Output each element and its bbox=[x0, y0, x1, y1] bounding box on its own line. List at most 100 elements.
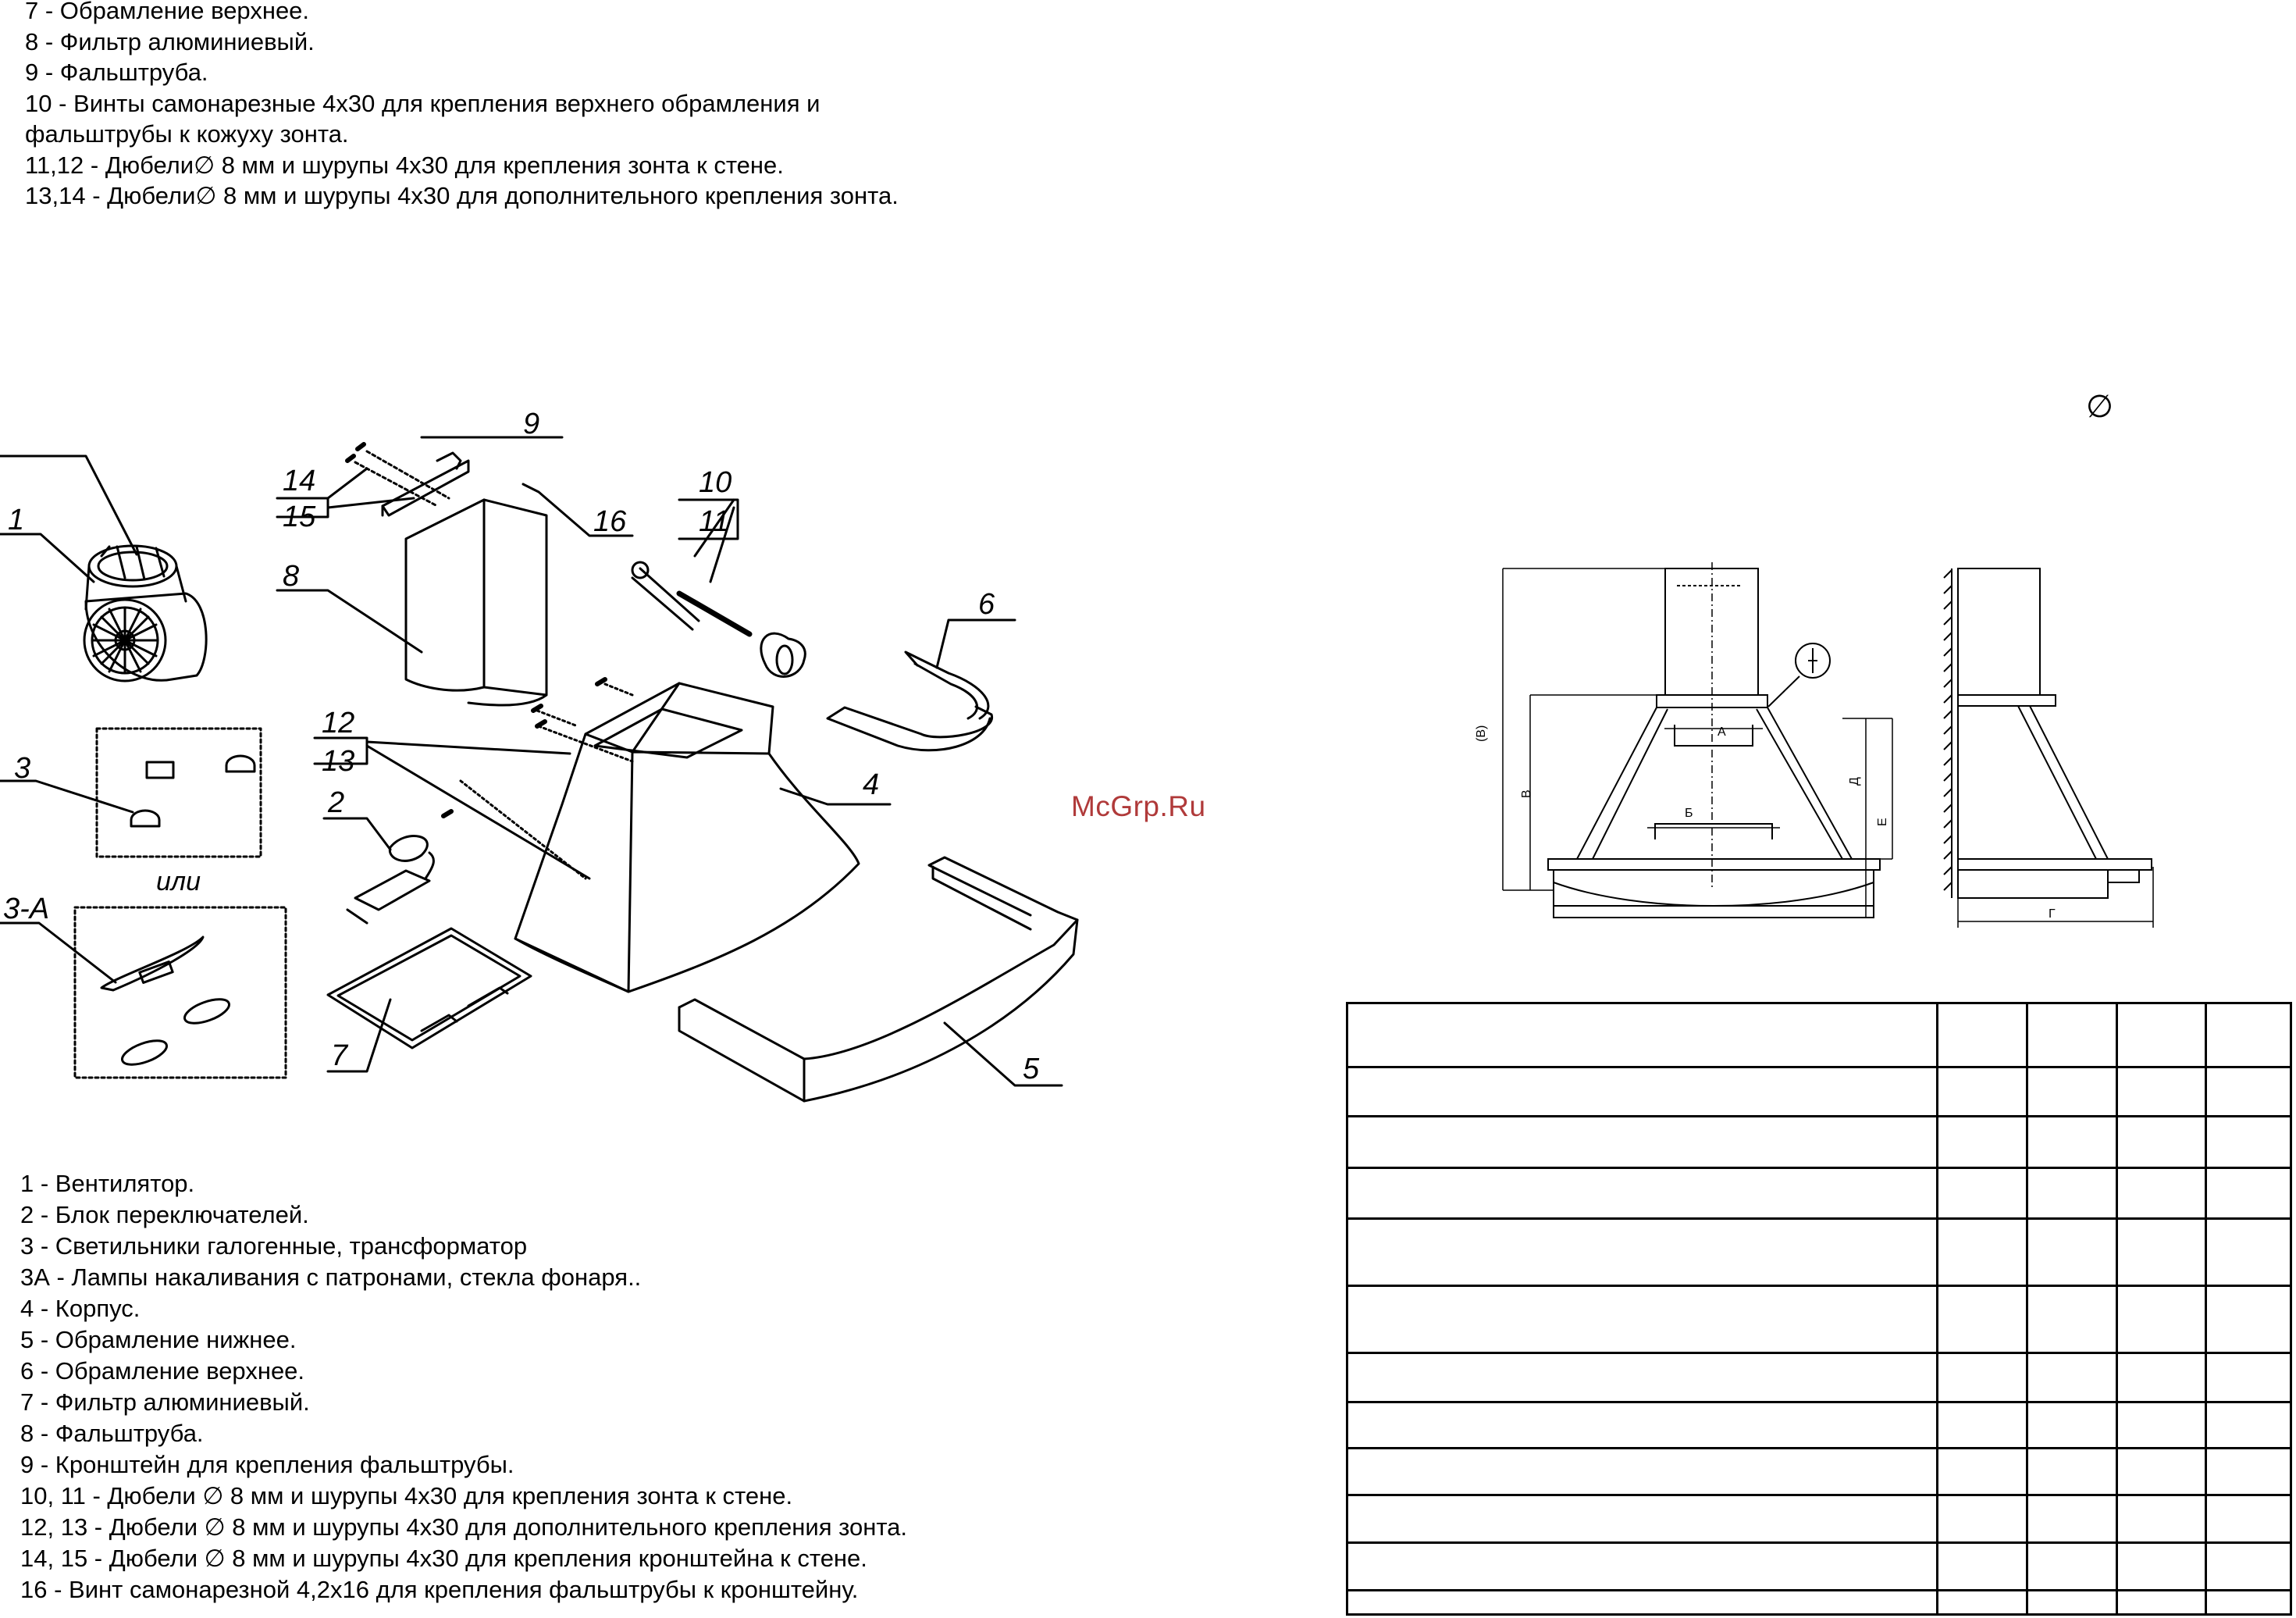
anchor-11 bbox=[676, 590, 753, 637]
side-dimensions bbox=[1957, 867, 2154, 928]
callout-2: 2 bbox=[327, 786, 344, 819]
list-item: 8 - Фильтр алюминиевый. bbox=[25, 27, 315, 55]
list-item: 7 - Фильтр алюминиевый. bbox=[20, 1388, 310, 1416]
leader-line bbox=[678, 498, 739, 583]
callout-3: 3 bbox=[14, 752, 30, 785]
table-row bbox=[1345, 1065, 2292, 1118]
callout-3a: 3-А bbox=[3, 893, 49, 925]
list-item: 13,14 - Дюбели∅ 8 мм и шурупы 4х30 для д… bbox=[25, 182, 899, 209]
lamp-holder-shape bbox=[100, 936, 205, 992]
callout-4: 4 bbox=[863, 768, 879, 801]
lamp-socket-shape bbox=[138, 960, 174, 984]
callout-10: 10 bbox=[699, 466, 732, 499]
table-row bbox=[1345, 1166, 2292, 1220]
dim-e-label: Е bbox=[1876, 818, 1889, 826]
lower-frame-part bbox=[678, 856, 1079, 1060]
leader-line bbox=[0, 921, 117, 984]
side-view bbox=[1943, 568, 2152, 899]
incandescent-lamps-box bbox=[73, 906, 287, 1079]
spec-table bbox=[1345, 1002, 2292, 1616]
table-row bbox=[1345, 1589, 2292, 1616]
table-row bbox=[1345, 1115, 2292, 1169]
leader-line bbox=[0, 454, 138, 556]
callout-1: 1 bbox=[8, 504, 24, 536]
table-row bbox=[1345, 1351, 2292, 1404]
callout-5: 5 bbox=[1023, 1053, 1040, 1085]
dim-v-paren-label: (В) bbox=[1475, 725, 1488, 742]
table-row bbox=[1345, 1217, 2292, 1287]
bottom-parts-list: 1 - Вентилятор. 2 - Блок переключателей.… bbox=[20, 1168, 907, 1606]
lamp-glass-shape bbox=[183, 998, 230, 1025]
list-item: 9 - Кронштейн для крепления фальштрубы. bbox=[20, 1451, 514, 1478]
list-item: 10 - Винты самонарезные 4х30 для креплен… bbox=[25, 89, 821, 117]
list-item: 16 - Винт самонарезной 4,2х16 для крепле… bbox=[20, 1576, 859, 1603]
screw-path bbox=[354, 450, 450, 508]
list-item: 2 - Блок переключателей. bbox=[20, 1201, 309, 1228]
list-item: 6 - Обрамление верхнее. bbox=[20, 1357, 305, 1385]
table-row bbox=[1345, 1447, 2292, 1496]
list-item: 10, 11 - Дюбели ∅ 8 мм и шурупы 4х30 для… bbox=[20, 1482, 793, 1509]
leader-line bbox=[326, 998, 392, 1073]
dim-g-label: Г bbox=[2049, 907, 2056, 921]
list-item: 3А - Лампы накаливания с патронами, стек… bbox=[20, 1263, 642, 1291]
halogen-lamps-box bbox=[95, 727, 262, 858]
transformer-shape bbox=[145, 761, 175, 779]
anchor-10 bbox=[631, 567, 700, 631]
callout-16: 16 bbox=[593, 505, 627, 538]
dim-a-label: А bbox=[1718, 725, 1726, 739]
callout-6: 6 bbox=[978, 588, 995, 621]
table-row bbox=[1345, 1401, 2292, 1450]
list-item: 14, 15 - Дюбели ∅ 8 мм и шурупы 4х30 для… bbox=[20, 1545, 867, 1572]
leader-line bbox=[276, 467, 415, 519]
callout-9: 9 bbox=[523, 408, 539, 440]
leader-line bbox=[0, 779, 134, 814]
callout-14: 14 bbox=[283, 465, 315, 497]
callout-8: 8 bbox=[283, 560, 299, 593]
list-item: фальштрубы к кожуху зонта. bbox=[25, 120, 349, 148]
dim-d-label: Д bbox=[1848, 777, 1861, 786]
wall-plate bbox=[760, 632, 806, 678]
table-row bbox=[1345, 1541, 2292, 1592]
hood-body-part bbox=[514, 682, 860, 993]
list-item: 11,12 - Дюбели∅ 8 мм и шурупы 4х30 для к… bbox=[25, 151, 784, 179]
front-dimensions bbox=[1502, 568, 1893, 918]
callout-13: 13 bbox=[322, 745, 354, 778]
dim-v-label: В bbox=[1520, 789, 1533, 798]
list-item: 12, 13 - Дюбели ∅ 8 мм и шурупы 4х30 для… bbox=[20, 1513, 908, 1541]
list-item: 7 - Обрамление верхнее. bbox=[25, 0, 310, 24]
list-item: 9 - Фальштруба. bbox=[25, 59, 208, 86]
upper-frame-part bbox=[826, 705, 993, 752]
callout-15: 15 bbox=[283, 501, 316, 533]
leader-line bbox=[0, 533, 95, 583]
leader-line bbox=[935, 618, 1016, 669]
watermark: McGrp.Ru bbox=[1071, 790, 1206, 822]
leader-line bbox=[521, 483, 634, 537]
table-row bbox=[1345, 1002, 2292, 1068]
list-item: 1 - Вентилятор. bbox=[20, 1170, 195, 1197]
phi-symbol: ∅ bbox=[2086, 389, 2113, 425]
ili-label: или bbox=[156, 867, 201, 896]
leader-line bbox=[276, 589, 423, 654]
table-row bbox=[1345, 1493, 2292, 1544]
halogen-lamp-shape bbox=[225, 754, 256, 773]
callout-7: 7 bbox=[331, 1039, 349, 1072]
filter-part bbox=[326, 927, 532, 1050]
callout-12: 12 bbox=[322, 707, 354, 740]
callout-11: 11 bbox=[699, 505, 729, 538]
switch-block-part bbox=[346, 869, 431, 925]
halogen-lamp-shape bbox=[130, 809, 161, 828]
list-item: 3 - Светильники галогенные, трансформато… bbox=[20, 1232, 528, 1260]
top-parts-list: 7 - Обрамление верхнее. 8 - Фильтр алюми… bbox=[25, 0, 899, 212]
leader-line bbox=[313, 736, 591, 880]
list-item: 8 - Фальштруба. bbox=[20, 1420, 204, 1447]
front-view bbox=[1547, 562, 1881, 918]
list-item: 5 - Обрамление нижнее. bbox=[20, 1326, 297, 1353]
bracket-part bbox=[381, 459, 470, 517]
list-item: 4 - Корпус. bbox=[20, 1295, 141, 1322]
lamp-glass-shape bbox=[121, 1039, 168, 1066]
leader-line bbox=[943, 1021, 1063, 1087]
screw-path bbox=[459, 682, 634, 880]
table-row bbox=[1345, 1284, 2292, 1354]
